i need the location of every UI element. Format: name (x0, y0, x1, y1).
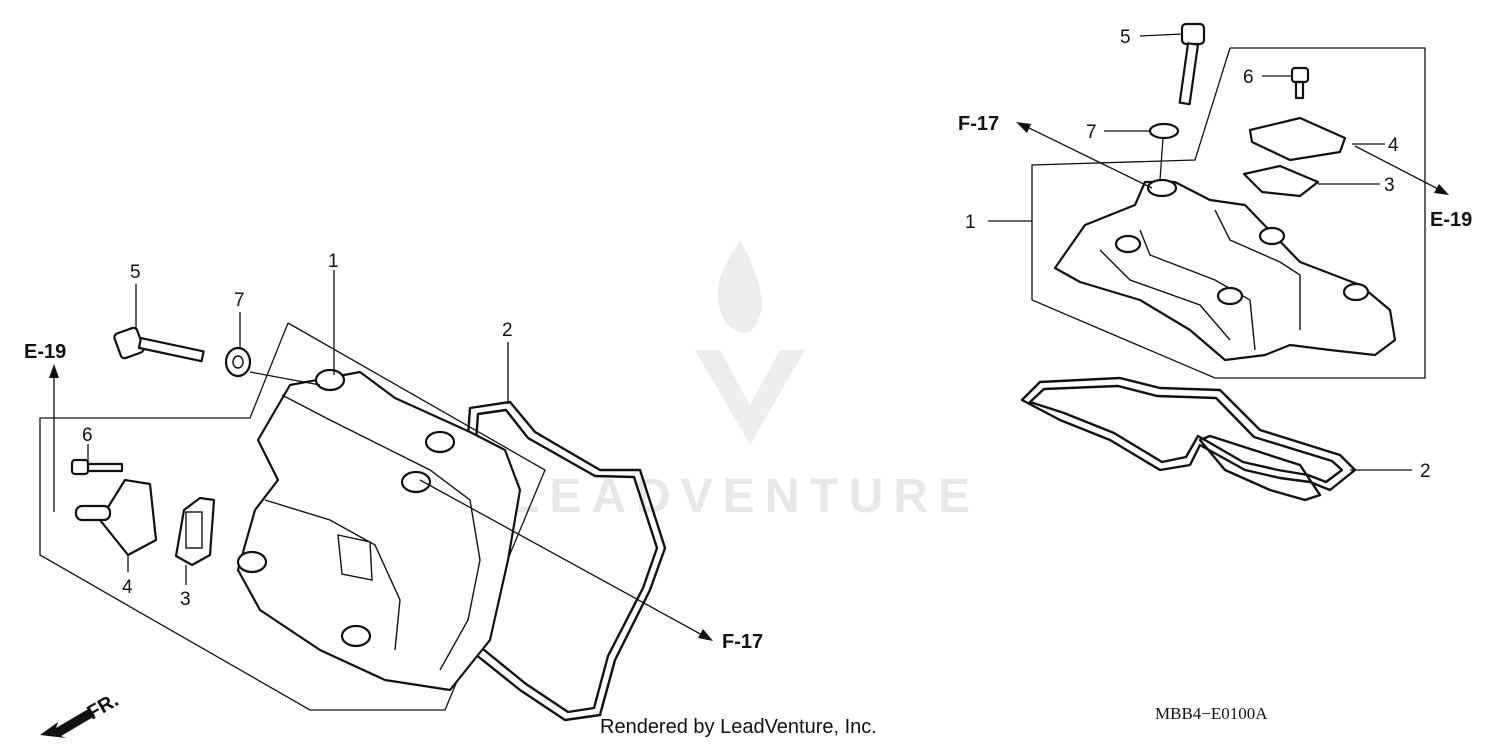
callout-2-right: 2 (1420, 461, 1431, 482)
boss-a (314, 368, 346, 392)
washer-7-right (1148, 122, 1180, 140)
boss-e (340, 624, 372, 648)
ref-e19-right: E-19 (1430, 209, 1472, 231)
callout-7-left: 7 (234, 290, 245, 311)
callout-7-right: 7 (1086, 122, 1097, 143)
right-assembly-frame (1031, 47, 1426, 379)
washer-7-left (224, 346, 252, 378)
callout-1-right: 1 (965, 212, 976, 233)
callout-5-right: 5 (1120, 27, 1131, 48)
front-arrow-icon (40, 708, 95, 738)
callout-6-left: 6 (82, 425, 93, 446)
ref-f17-right: F-17 (958, 113, 999, 135)
head-cover-window (337, 534, 373, 581)
head-cover-rib (264, 499, 401, 651)
callout-3-left: 3 (180, 589, 191, 610)
callout-1-left: 1 (328, 251, 339, 272)
left-assembly: 5 7 1 2 6 4 3 E-19 F-17 FR. (24, 251, 763, 738)
callout-6-right: 6 (1243, 67, 1254, 88)
bolt-6-left (70, 458, 124, 476)
head-cover-ridge (281, 394, 481, 671)
callout-4-left: 4 (122, 577, 133, 598)
ref-f17-left: F-17 (722, 631, 763, 653)
boss-c (400, 470, 432, 494)
watermark-logo (695, 240, 805, 445)
diagram-code: MBB4−E0100A (1155, 704, 1268, 723)
seal-3-right (1242, 164, 1320, 198)
boss-b (424, 430, 456, 454)
head-cover-1-right (1053, 180, 1397, 362)
left-assembly-frame (39, 322, 546, 711)
right-assembly: 5 6 7 4 3 1 2 F-17 E-19 (958, 22, 1472, 502)
boss-d (236, 550, 268, 574)
head-cover-1-left (236, 370, 522, 692)
gasket-2-right (1020, 376, 1357, 492)
watermark-text: LEADVENTURE (510, 470, 980, 523)
breather-plate-4-right (1248, 116, 1347, 162)
bolt-6-right (1290, 66, 1310, 100)
breather-plate-4-left (98, 478, 158, 557)
bolt-5-left (113, 326, 205, 363)
callout-4-right: 4 (1388, 135, 1399, 156)
callout-3-right: 3 (1384, 175, 1395, 196)
callout-2-left: 2 (502, 320, 513, 341)
callout-5-left: 5 (130, 262, 141, 283)
seal-3-left (174, 496, 216, 567)
bolt-5-right (1178, 22, 1206, 106)
rendered-by-credit: Rendered by LeadVenture, Inc. (600, 716, 877, 738)
ref-e19-left: E-19 (24, 341, 66, 363)
